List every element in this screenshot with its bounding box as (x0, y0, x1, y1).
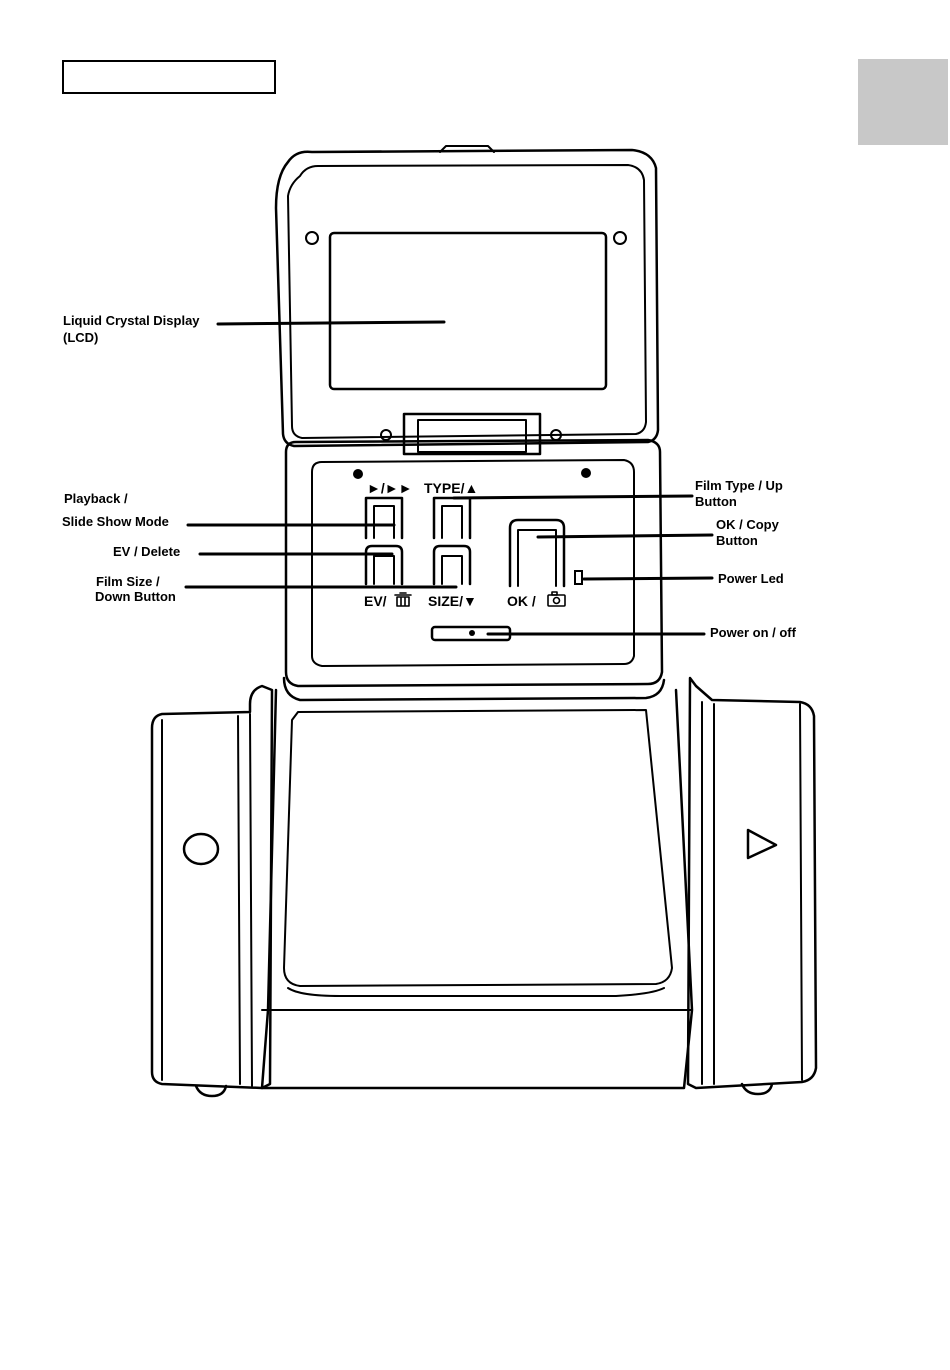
type-up-button[interactable] (434, 498, 470, 538)
callout-ev-delete: EV / Delete (113, 544, 180, 559)
play-triangle-icon (748, 830, 776, 858)
callout-lcd-2: (LCD) (63, 330, 98, 345)
power-led (575, 571, 582, 584)
callout-ok-copy-2: Button (716, 533, 758, 548)
size-button-label: SIZE/▼ (428, 593, 477, 609)
size-down-button[interactable] (434, 546, 470, 584)
callout-film-size-2: Down Button (95, 589, 176, 604)
lcd-lid (276, 146, 658, 446)
ok-copy-button[interactable] (510, 520, 564, 586)
callout-film-type-2: Button (695, 494, 737, 509)
callout-film-type: Film Type / Up (695, 478, 783, 493)
circle-icon (184, 834, 218, 864)
callout-power-led: Power Led (718, 571, 784, 586)
callout-ok-copy: OK / Copy (716, 517, 780, 532)
callout-lcd: Liquid Crystal Display (63, 313, 200, 328)
type-button-label: TYPE/▲ (424, 480, 478, 496)
lcd-screen (330, 233, 606, 389)
ok-button-label: OK / (507, 593, 536, 609)
callout-playback-2: Slide Show Mode (62, 514, 169, 529)
callout-playback: Playback / (64, 491, 128, 506)
ev-delete-button[interactable] (366, 546, 402, 584)
left-wing (152, 686, 272, 1096)
ev-button-label: EV/ (364, 593, 387, 609)
lower-body (262, 678, 692, 1088)
playback-button-label: ►/►► (367, 480, 412, 496)
lcd-hinge (404, 414, 540, 454)
right-wing (688, 678, 816, 1094)
upper-body (286, 440, 662, 686)
trash-icon (395, 593, 411, 606)
playback-button[interactable] (366, 498, 402, 538)
callout-power-onoff: Power on / off (710, 625, 797, 640)
callout-film-size: Film Size / (96, 574, 160, 589)
camera-icon (548, 592, 565, 606)
